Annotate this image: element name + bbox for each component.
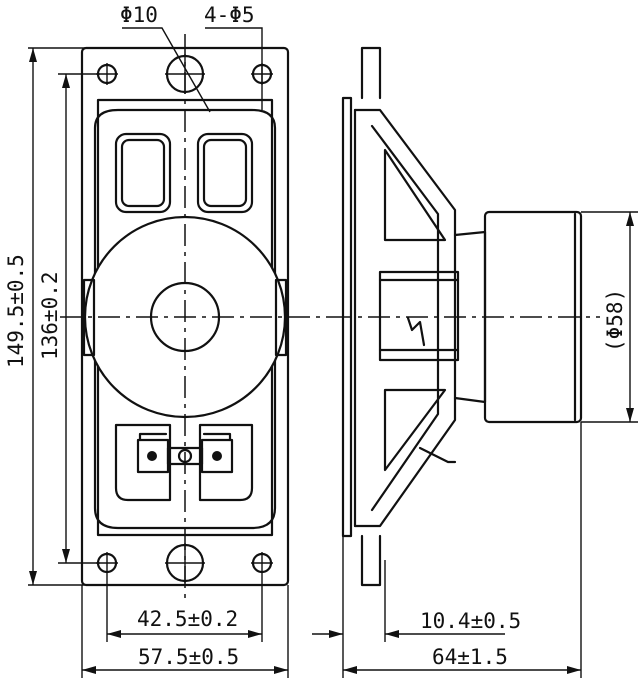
side-view [330,46,600,587]
label-magnet-diameter: (Φ58) [603,289,627,352]
frame-inner [96,98,274,537]
vent-window-bottom-left [114,423,172,502]
vent-window-top-left-inner [120,138,166,208]
leader-4phi5 [205,27,263,110]
pole-block [378,270,460,362]
dimension-lines [28,27,638,678]
terminal-tabs [138,432,232,442]
terminal-left-dot [147,451,157,461]
side-tab-left [82,278,96,357]
mount-tab-bottom [360,534,382,587]
label-overall-height: 149.5±0.5 [4,254,28,368]
lead-wire [406,316,426,347]
vent-window-top-right [196,132,254,214]
label-hole-diameter: Φ10 [120,3,158,27]
label-mount-holes: 4-Φ5 [204,3,255,27]
leader-phi10 [122,27,211,113]
vent-window-top-left [114,132,172,214]
terminal-right-dot [212,451,222,461]
basket-cone-inner [370,124,440,512]
side-window-bottom [383,388,447,472]
mount-tab-top [360,46,382,100]
basket-outline [93,108,277,530]
side-window-top [383,148,447,242]
label-hole-pitch-width: 42.5±0.2 [137,607,238,631]
label-frame-offset: 10.4±0.5 [420,609,521,633]
basket-cone [353,108,457,528]
label-overall-depth: 64±1.5 [432,645,508,669]
side-terminal [418,446,457,464]
label-hole-pitch-height: 136±0.2 [38,271,62,360]
vent-window-top-right-inner [202,138,248,208]
vent-window-bottom-right [198,423,254,502]
side-tab-right [274,278,288,357]
label-overall-width: 57.5±0.5 [138,645,239,669]
front-view [60,34,330,600]
